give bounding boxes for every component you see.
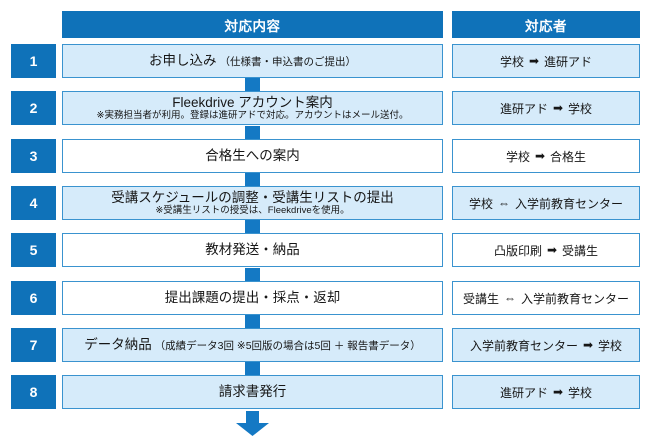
step-title-1: お申し込み （仕様書・申込書のご提出） bbox=[149, 53, 356, 69]
step-title-2: Fleekdrive アカウント案内 bbox=[172, 94, 333, 110]
actor-to-2: 学校 bbox=[568, 101, 593, 116]
arrow-right-icon-1: ➡ bbox=[528, 54, 540, 68]
step-content-1[interactable]: お申し込み （仕様書・申込書のご提出） bbox=[62, 44, 443, 78]
arrow-bidirectional-icon-6: ⇔ bbox=[504, 291, 516, 305]
step-actor-1[interactable]: 学校 ➡ 進研アド bbox=[452, 44, 640, 78]
flow-connector-5 bbox=[245, 220, 260, 235]
flow-connector-4 bbox=[245, 173, 260, 188]
actor-from-5: 凸版印刷 bbox=[493, 243, 542, 258]
flow-connector-7 bbox=[245, 315, 260, 330]
step-content-6[interactable]: 提出課題の提出・採点・返却 bbox=[62, 281, 443, 315]
step-title-sub-7: （成績データ3回 ※5回版の場合は5回 ＋ 報告書データ） bbox=[151, 340, 421, 353]
step-number-4: 4 bbox=[11, 186, 56, 220]
step-content-8[interactable]: 請求書発行 bbox=[62, 375, 443, 409]
step-actor-5[interactable]: 凸版印刷 ➡ 受講生 bbox=[452, 233, 640, 267]
step-title-3: 合格生への案内 bbox=[205, 148, 300, 164]
actor-to-5: 受講生 bbox=[562, 243, 599, 258]
actor-to-1: 進研アド bbox=[544, 54, 593, 69]
step-number-6: 6 bbox=[11, 281, 56, 315]
flow-connector-3 bbox=[245, 126, 260, 141]
step-number-1: 1 bbox=[11, 44, 56, 78]
step-title-6: 提出課題の提出・採点・返却 bbox=[164, 290, 341, 306]
step-content-4[interactable]: 受講スケジュールの調整・受講生リストの提出※受講生リストの授受は、Fleekdr… bbox=[62, 186, 443, 220]
step-number-8: 8 bbox=[11, 375, 56, 409]
step-content-7[interactable]: データ納品 （成績データ3回 ※5回版の場合は5回 ＋ 報告書データ） bbox=[62, 328, 443, 362]
step-content-3[interactable]: 合格生への案内 bbox=[62, 139, 443, 173]
actor-to-6: 入学前教育センター bbox=[521, 291, 630, 306]
flow-connector-6 bbox=[245, 268, 260, 283]
flow-connector-2 bbox=[245, 78, 260, 93]
step-title-sub-1: （仕様書・申込書のご提出） bbox=[216, 56, 356, 69]
step-actor-8[interactable]: 進研アド ➡ 学校 bbox=[452, 375, 640, 409]
arrow-right-icon-3: ➡ bbox=[534, 149, 546, 163]
arrow-right-icon-8: ➡ bbox=[552, 385, 564, 399]
step-content-5[interactable]: 教材発送・納品 bbox=[62, 233, 443, 267]
actor-from-1: 学校 bbox=[499, 54, 524, 69]
step-title-7: データ納品 （成績データ3回 ※5回版の場合は5回 ＋ 報告書データ） bbox=[84, 337, 421, 353]
step-content-2[interactable]: Fleekdrive アカウント案内※実務担当者が利用。登録は進研アドで対応。ア… bbox=[62, 91, 443, 125]
flow-end-arrow-icon bbox=[236, 411, 269, 436]
arrow-right-icon-2: ➡ bbox=[552, 101, 564, 115]
step-actor-2[interactable]: 進研アド ➡ 学校 bbox=[452, 91, 640, 125]
arrow-right-icon-5: ➡ bbox=[546, 243, 558, 257]
step-number-7: 7 bbox=[11, 328, 56, 362]
step-title-4: 受講スケジュールの調整・受講生リストの提出 bbox=[111, 189, 394, 205]
step-title-5: 教材発送・納品 bbox=[205, 242, 300, 258]
step-actor-6[interactable]: 受講生 ⇔ 入学前教育センター bbox=[452, 281, 640, 315]
step-number-5: 5 bbox=[11, 233, 56, 267]
arrow-bidirectional-icon-4: ⇔ bbox=[498, 196, 510, 210]
actor-from-4: 学校 bbox=[468, 196, 493, 211]
step-note-4: ※受講生リストの授受は、Fleekdriveを使用。 bbox=[155, 205, 350, 217]
arrow-right-icon-7: ➡ bbox=[582, 338, 594, 352]
column-header-main: 対応内容 bbox=[62, 11, 443, 38]
column-header-actor: 対応者 bbox=[452, 11, 640, 38]
step-number-2: 2 bbox=[11, 91, 56, 125]
actor-to-4: 入学前教育センター bbox=[515, 196, 624, 211]
actor-from-2: 進研アド bbox=[499, 101, 548, 116]
step-actor-4[interactable]: 学校 ⇔ 入学前教育センター bbox=[452, 186, 640, 220]
actor-from-6: 受講生 bbox=[462, 291, 499, 306]
step-number-3: 3 bbox=[11, 139, 56, 173]
actor-to-7: 学校 bbox=[598, 338, 623, 353]
actor-from-3: 学校 bbox=[505, 149, 530, 164]
actor-from-8: 進研アド bbox=[499, 385, 548, 400]
step-note-2: ※実務担当者が利用。登録は進研アドで対応。アカウントはメール送付。 bbox=[96, 110, 409, 122]
flow-connector-8 bbox=[245, 362, 260, 377]
actor-to-3: 合格生 bbox=[550, 149, 587, 164]
step-title-8: 請求書発行 bbox=[218, 384, 287, 400]
step-actor-3[interactable]: 学校 ➡ 合格生 bbox=[452, 139, 640, 173]
actor-to-8: 学校 bbox=[568, 385, 593, 400]
actor-from-7: 入学前教育センター bbox=[469, 338, 578, 353]
step-actor-7[interactable]: 入学前教育センター ➡ 学校 bbox=[452, 328, 640, 362]
